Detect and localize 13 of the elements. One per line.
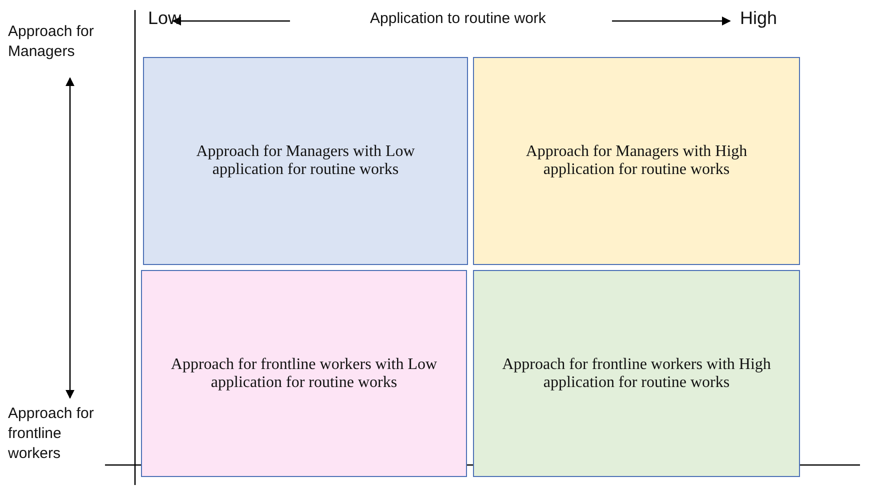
- quadrant-box: [473, 270, 800, 477]
- quadrant-box: [141, 270, 467, 477]
- quadrant-text: Approach for frontline workers with Low application for routine works: [170, 356, 438, 392]
- quadrant-text: Approach for Managers with High application for routine works: [524, 143, 748, 179]
- quadrant-text: Approach for Managers with Low application for routine works: [195, 143, 416, 179]
- axis-end-label: Low: [148, 8, 182, 29]
- quadrant-text: Approach for frontline workers with High application for routine works: [501, 356, 772, 392]
- quadrant-box: [143, 57, 468, 265]
- axis-end-label: High: [740, 8, 778, 29]
- axis-title: Application to routine work: [370, 10, 546, 27]
- quadrant-box: [473, 57, 800, 265]
- axis-end-label: Approach for Managers: [8, 22, 95, 62]
- axis-end-label: Approach for frontline workers: [8, 404, 95, 464]
